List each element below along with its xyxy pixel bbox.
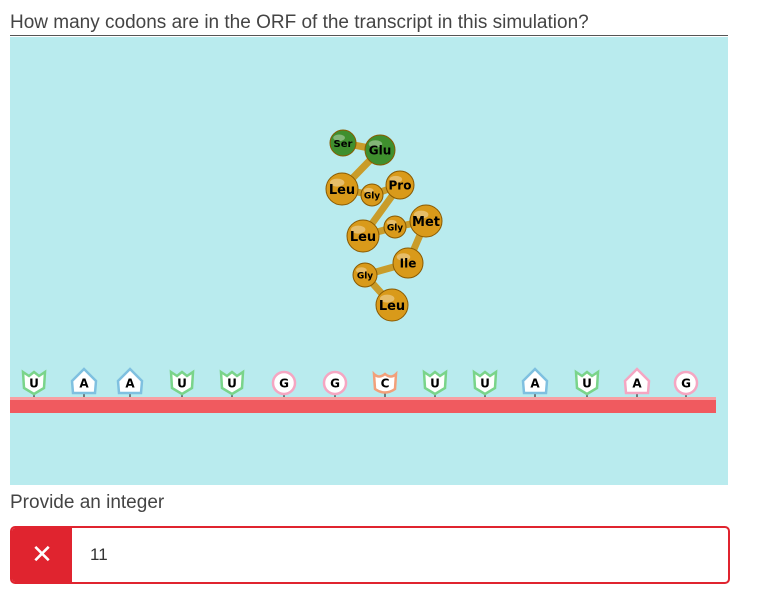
base-triangle-up: [521, 367, 549, 395]
amino-acid-shine: [396, 253, 411, 261]
mrna-base: U: [422, 369, 448, 397]
question-divider: [10, 35, 728, 36]
amino-acid-label: Glu: [369, 144, 392, 158]
amino-acid-shine: [386, 219, 397, 226]
amino-acid: Gly: [352, 262, 378, 288]
amino-acid-label: Gly: [387, 223, 403, 233]
base-label: G: [330, 377, 340, 391]
base-circle: [322, 370, 348, 396]
amino-acid: Ser: [329, 129, 357, 157]
amino-acid: Pro: [385, 170, 415, 200]
base-label: G: [279, 377, 289, 391]
mrna-base: A: [70, 367, 98, 397]
base-label: U: [480, 377, 490, 391]
base-pentagon-down: [574, 369, 600, 396]
question-text: How many codons are in the ORF of the tr…: [10, 12, 589, 33]
amino-acid-bead: [352, 262, 378, 288]
base-pentagon-down: [21, 369, 47, 396]
amino-acid-shine: [368, 140, 383, 148]
base-label: A: [125, 377, 135, 391]
amino-acid: Glu: [364, 134, 396, 166]
base-label: C: [381, 377, 390, 391]
base-circle: [673, 370, 699, 396]
amino-acid-label: Leu: [329, 183, 355, 198]
amino-acid-label: Gly: [357, 271, 373, 281]
mrna-base: A: [623, 367, 651, 397]
amino-acid-bead: [364, 134, 396, 166]
amino-acid: Gly: [383, 215, 407, 239]
amino-acid-bead: [375, 288, 409, 322]
amino-acid-label: Ile: [400, 257, 417, 271]
amino-acid: Met: [409, 204, 443, 238]
mrna-base: U: [21, 369, 47, 397]
amino-acid-label: Met: [412, 215, 440, 230]
mrna-base: G: [322, 370, 348, 397]
base-label: U: [177, 377, 187, 391]
amino-acid-shine: [389, 175, 403, 183]
amino-acid-label: Pro: [389, 179, 412, 193]
mrna-base: G: [673, 370, 699, 397]
base-label: U: [430, 377, 440, 391]
mrna-base: U: [219, 369, 245, 397]
base-label: G: [681, 377, 691, 391]
base-label: U: [227, 377, 237, 391]
mrna-base: U: [169, 369, 195, 397]
mrna-base: A: [116, 367, 144, 397]
amino-acid-bead: [346, 219, 380, 253]
base-label: A: [530, 377, 540, 391]
mrna-strand-highlight: [10, 397, 716, 400]
amino-acid-label: Leu: [379, 299, 405, 314]
mrna-strand: [10, 397, 716, 413]
amino-acid-shine: [330, 178, 345, 187]
base-triangle-up: [116, 367, 144, 395]
answer-field[interactable]: ✕ 11: [10, 526, 730, 584]
base-pentagon-down: [472, 369, 498, 396]
amino-acid-shine: [363, 187, 374, 194]
amino-acid-bead: [329, 129, 357, 157]
amino-acid-bead: [325, 172, 359, 206]
amino-acid-bead: [360, 183, 384, 207]
mrna-base: U: [574, 369, 600, 397]
amino-acid-bead: [383, 215, 407, 239]
mrna-base: G: [271, 370, 297, 397]
mrna-base: C: [372, 370, 398, 397]
base-triangle-up: [70, 367, 98, 395]
amino-acid-label: Ser: [334, 139, 353, 150]
amino-acid-shine: [380, 294, 395, 303]
amino-acid-label: Gly: [364, 191, 380, 201]
amino-acid-shine: [414, 210, 429, 219]
answer-value[interactable]: 11: [90, 545, 108, 564]
amino-acid-shine: [333, 134, 345, 142]
base-triangle-up: [623, 367, 651, 395]
base-label: U: [582, 377, 592, 391]
amino-acid-bead: [392, 247, 424, 279]
base-pentagon-down: [422, 369, 448, 396]
amino-acid: Leu: [346, 219, 380, 253]
base-label: A: [632, 377, 642, 391]
base-pentagon-down: [219, 369, 245, 396]
base-label: A: [79, 377, 89, 391]
amino-acid: Ile: [392, 247, 424, 279]
amino-acid-bead: [385, 170, 415, 200]
base-circle: [271, 370, 297, 396]
amino-acid-label: Leu: [350, 230, 376, 245]
amino-acid-shine: [351, 225, 366, 234]
incorrect-x-icon: ✕: [12, 528, 72, 582]
answer-prompt: Provide an integer: [10, 492, 165, 513]
base-pentagon-down: [169, 369, 195, 396]
amino-acid-shine: [356, 267, 367, 274]
mrna-base: A: [521, 367, 549, 397]
base-cup: [372, 370, 398, 394]
amino-acid: Leu: [375, 288, 409, 322]
base-label: U: [29, 377, 39, 391]
amino-acid-bead: [409, 204, 443, 238]
amino-acid: Gly: [360, 183, 384, 207]
mrna-base: U: [472, 369, 498, 397]
amino-acid: Leu: [325, 172, 359, 206]
